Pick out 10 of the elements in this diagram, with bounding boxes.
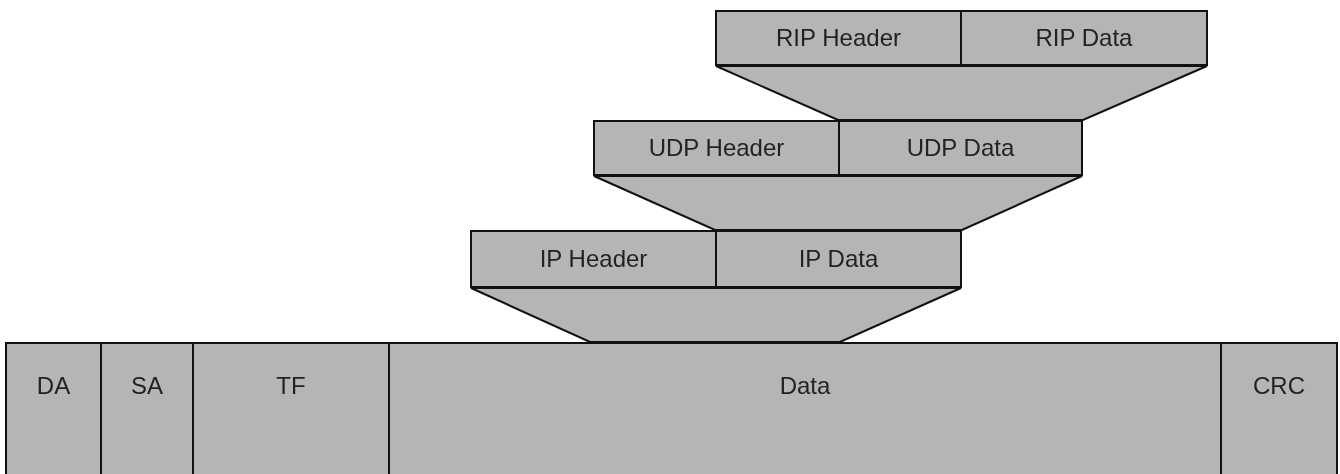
frame-field: SA	[100, 342, 194, 474]
frame-field: DA	[5, 342, 102, 474]
frame-field: TF	[192, 342, 390, 474]
data-field: IP Data	[715, 230, 962, 288]
header-field: IP Header	[470, 230, 717, 288]
header-field: UDP Header	[593, 120, 840, 176]
header-field: RIP Header	[715, 10, 962, 66]
data-field: UDP Data	[838, 120, 1083, 176]
data-field: RIP Data	[960, 10, 1208, 66]
frame-field: CRC	[1220, 342, 1338, 474]
